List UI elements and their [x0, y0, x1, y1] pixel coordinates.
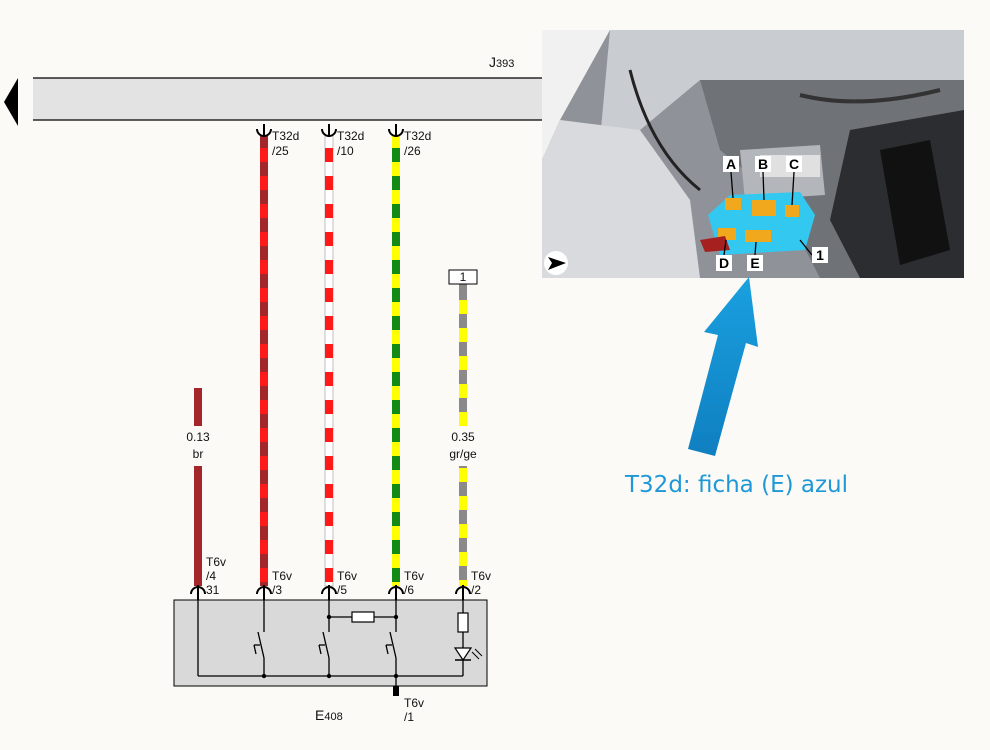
ground-pin-label: /1 — [404, 710, 414, 724]
pin-label: T6v — [272, 569, 292, 583]
wire-red-brown — [260, 136, 268, 586]
pin-label: T6v — [404, 569, 424, 583]
photo-label-b: B — [755, 156, 771, 172]
connector-box-label: 1 — [460, 270, 467, 284]
svg-text:1: 1 — [816, 247, 824, 263]
switch-unit-e408: T6v /4 31 T6v /3 T6v /5 T6v /6 T6v /2 — [173, 555, 491, 724]
photo-label-a: A — [723, 156, 739, 172]
pin-label: T6v — [206, 555, 226, 569]
pin-connector-icon — [388, 585, 404, 600]
pin-label: T32d — [404, 129, 431, 143]
wire-white-red — [324, 135, 334, 587]
pin-label: /25 — [272, 144, 289, 158]
led-icon — [453, 647, 483, 662]
pin-label: /10 — [337, 144, 354, 158]
control-unit-name: J — [489, 54, 496, 70]
pin-label: /6 — [404, 583, 414, 597]
wire-color-label: br — [193, 447, 204, 461]
photo-label-e: E — [747, 255, 763, 271]
control-unit-sub: 393 — [496, 58, 514, 70]
svg-text:D: D — [719, 255, 729, 271]
svg-text:J393: J393 — [489, 54, 514, 70]
pin-label: T32d — [272, 129, 299, 143]
connector-location-photo: A B C D E 1 — [542, 30, 964, 278]
pin-label: /5 — [337, 583, 347, 597]
pin-label: /3 — [272, 583, 282, 597]
junction-dots — [261, 614, 399, 679]
pin-label: /26 — [404, 144, 421, 158]
control-unit-j393: J393 — [4, 54, 545, 126]
photo-label-1: 1 — [812, 247, 828, 263]
ground-pin-icon — [393, 686, 399, 696]
connector-box — [448, 269, 478, 285]
svg-text:C: C — [789, 156, 799, 172]
pin-connector-icon — [321, 585, 337, 600]
svg-text:E: E — [750, 255, 759, 271]
top-connectors: T32d /25 T32d /10 T32d /26 — [256, 124, 431, 158]
wire-size-label: 0.13 — [186, 430, 210, 444]
connector-caption: T32d: ficha (E) azul — [624, 472, 848, 498]
wire-color-label: gr/ge — [449, 447, 477, 461]
pin-connector-icon — [455, 585, 471, 600]
pin-connector-icon — [256, 124, 272, 137]
switch-unit-name: E — [315, 707, 324, 723]
svg-text:A: A — [726, 156, 736, 172]
resistor-icon — [351, 611, 375, 623]
wire-size-label: 0.35 — [451, 430, 475, 444]
wire-grey-yellow: 0.35 gr/ge 1 — [441, 269, 487, 586]
pin-connector-icon — [321, 124, 337, 137]
wire-br: 0.13 br — [180, 388, 216, 586]
viewing-direction-icon — [544, 251, 568, 275]
svg-text:B: B — [758, 156, 768, 172]
photo-label-c: C — [786, 156, 802, 172]
pin-label: /4 — [206, 569, 216, 583]
pin-connector-icon — [388, 124, 404, 137]
pointer-arrow-icon — [688, 277, 758, 456]
pin-label: T6v — [471, 569, 491, 583]
resistor-icon — [457, 612, 469, 633]
pin-connector-icon — [256, 585, 272, 600]
svg-text:E408: E408 — [315, 707, 343, 723]
pin-label: 31 — [206, 583, 220, 597]
pin-label: /2 — [471, 583, 481, 597]
photo-label-d: D — [716, 255, 732, 271]
pin-connector-icon — [190, 585, 206, 600]
pin-label: T32d — [337, 129, 364, 143]
wire-yellow-green — [392, 136, 400, 586]
continuation-arrow-icon — [4, 78, 18, 126]
pin-label: T6v — [337, 569, 357, 583]
switch-unit-sub: 408 — [324, 711, 342, 723]
ground-pin-label: T6v — [404, 696, 424, 710]
